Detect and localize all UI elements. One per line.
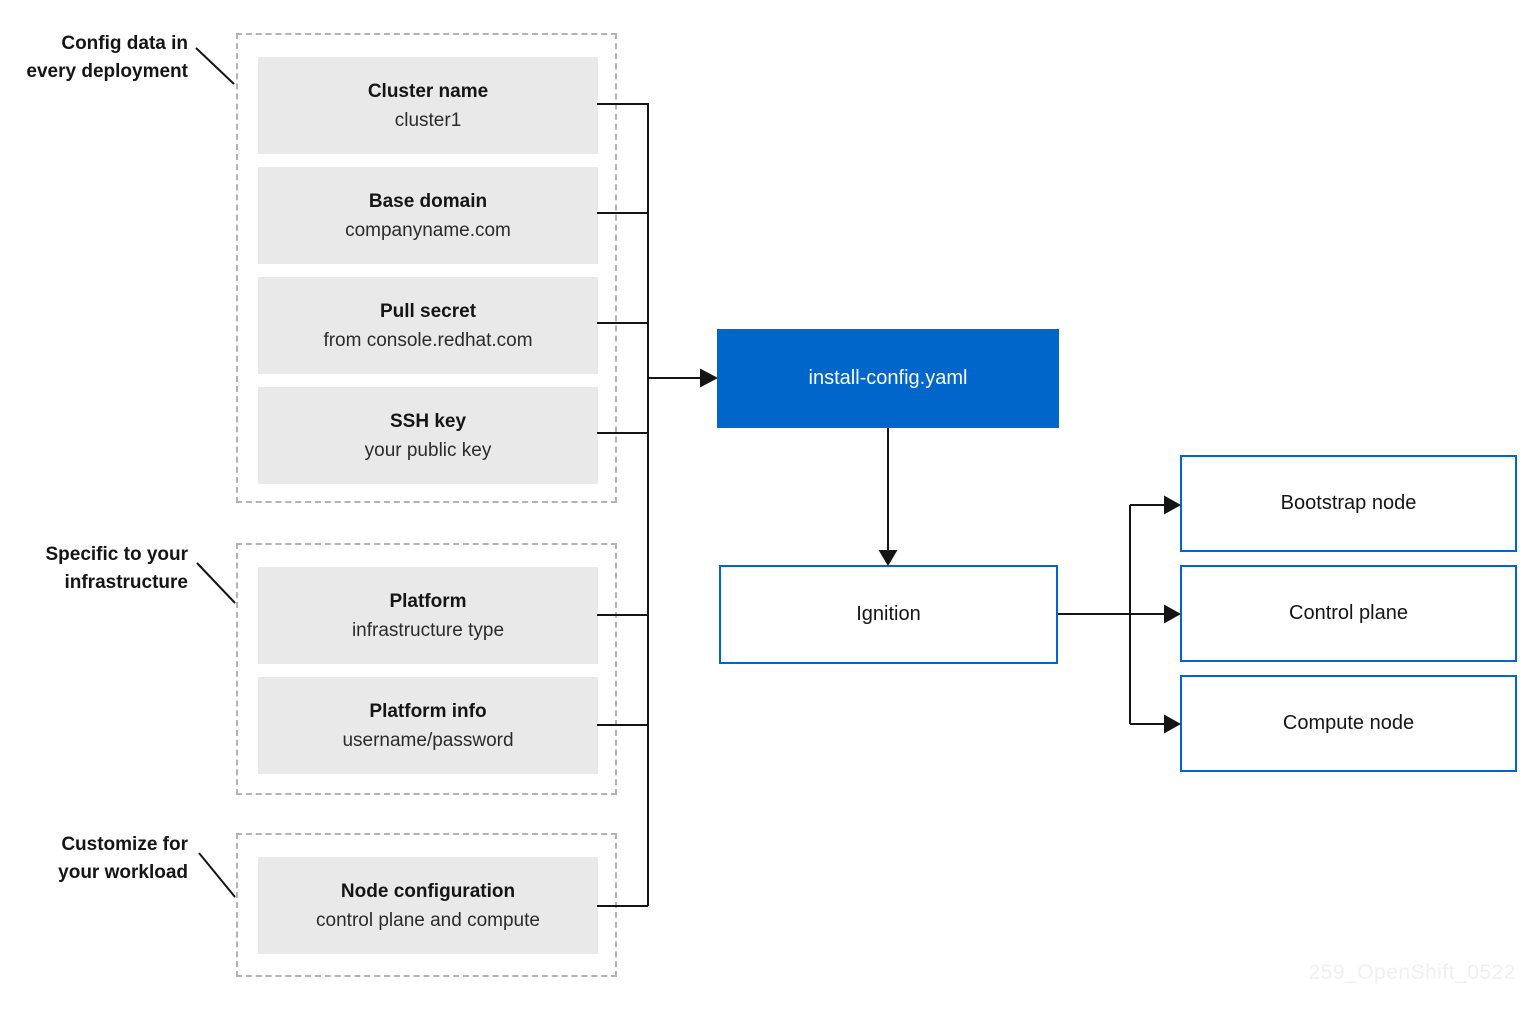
item-title: Node configuration xyxy=(340,880,516,902)
item-ssh-key: SSH key your public key xyxy=(258,387,598,484)
item-title: SSH key xyxy=(389,410,467,432)
annotation-line: Config data in xyxy=(61,33,188,54)
item-platform-info: Platform info username/password xyxy=(258,677,598,774)
item-title: Platform info xyxy=(369,700,487,722)
watermark: 259_OpenShift_0522 xyxy=(1308,961,1516,984)
item-node-configuration: Node configuration control plane and com… xyxy=(258,857,598,954)
annotation-line: infrastructure xyxy=(64,572,188,593)
group-infrastructure: Platform infrastructure type Platform in… xyxy=(236,543,617,795)
annotation-line: your workload xyxy=(58,862,188,883)
item-cluster-name: Cluster name cluster1 xyxy=(258,57,598,154)
item-subtitle: companyname.com xyxy=(345,219,511,241)
annotation-workload: Customize for your workload xyxy=(0,831,188,887)
item-subtitle: infrastructure type xyxy=(351,619,505,641)
item-subtitle: from console.redhat.com xyxy=(323,329,533,351)
annotation-line: Specific to your xyxy=(45,544,188,565)
output-control-plane: Control plane xyxy=(1180,565,1517,662)
item-title: Pull secret xyxy=(379,300,477,322)
item-title: Base domain xyxy=(368,190,488,212)
item-subtitle: your public key xyxy=(364,439,492,461)
item-pull-secret: Pull secret from console.redhat.com xyxy=(258,277,598,374)
output-compute-node: Compute node xyxy=(1180,675,1517,772)
item-title: Cluster name xyxy=(367,80,489,102)
annotation-line: every deployment xyxy=(26,61,188,82)
item-subtitle: username/password xyxy=(342,729,514,751)
item-base-domain: Base domain companyname.com xyxy=(258,167,598,264)
group-workload: Node configuration control plane and com… xyxy=(236,833,617,977)
annotation-config-data: Config data in every deployment xyxy=(0,30,188,86)
install-config-yaml-label: install-config.yaml xyxy=(808,367,968,389)
output-compute-label: Compute node xyxy=(1282,712,1415,734)
output-control-plane-label: Control plane xyxy=(1289,602,1408,624)
item-title: Platform xyxy=(389,590,467,612)
item-platform: Platform infrastructure type xyxy=(258,567,598,664)
item-subtitle: cluster1 xyxy=(394,109,462,131)
ignition-node: Ignition xyxy=(719,565,1058,664)
annotation-infrastructure: Specific to your infrastructure xyxy=(0,541,188,597)
group-config-data: Cluster name cluster1 Base domain compan… xyxy=(236,33,617,503)
install-config-yaml-node: install-config.yaml xyxy=(717,329,1059,428)
item-subtitle: control plane and compute xyxy=(316,909,540,931)
ignition-label: Ignition xyxy=(856,603,921,625)
output-bootstrap-node: Bootstrap node xyxy=(1180,455,1517,552)
output-bootstrap-label: Bootstrap node xyxy=(1280,492,1417,514)
annotation-line: Customize for xyxy=(61,834,188,855)
